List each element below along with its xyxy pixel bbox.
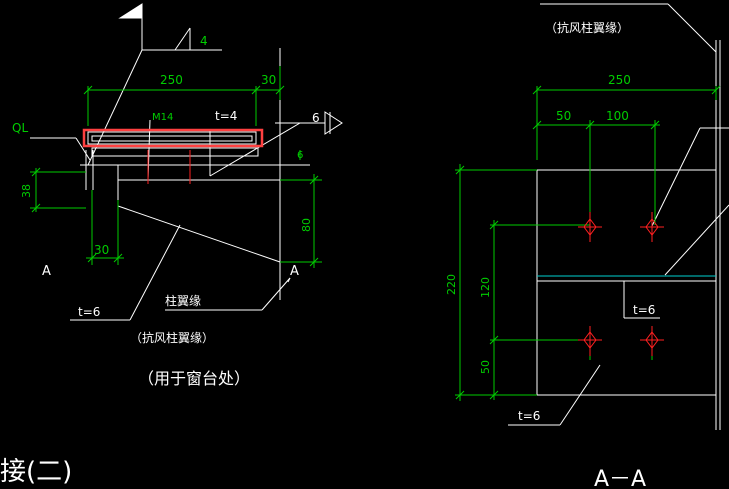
plate-mid-label: t=6 (633, 303, 655, 317)
dim-top-main: 250 (160, 73, 183, 87)
top-plate (87, 131, 257, 145)
usage-note: （用于窗台处） (138, 369, 250, 388)
dim-right-height: 80 (300, 218, 313, 232)
dim-top-right: 30 (261, 73, 276, 87)
bolt-hole-icon (578, 212, 602, 242)
weld-arrow-icon (324, 111, 343, 135)
right-bolts (578, 212, 664, 356)
left-dimensions (30, 66, 322, 268)
right-dimensions (455, 85, 721, 401)
bolt-hole-icon (578, 326, 602, 356)
section-mark-right: A (290, 264, 299, 279)
ql-label: QL (12, 121, 28, 135)
weld-label-small: 6 (297, 150, 303, 161)
dim-total-height: 220 (445, 274, 458, 295)
flag-label: 4 (200, 34, 208, 48)
flange-label: 柱翼缘 (165, 293, 201, 308)
dim-width: 250 (608, 73, 631, 87)
dim-bottom-left: 30 (94, 243, 109, 257)
lower-plate (91, 147, 259, 157)
plate-thickness-label: t=6 (78, 305, 100, 319)
weld-label: 6 (312, 111, 320, 125)
section-title: A－A (594, 467, 646, 489)
bolt-hole-icon (640, 326, 664, 356)
dim-middle: 100 (606, 109, 629, 123)
section-mark-left: A (42, 264, 51, 279)
left-bolt-markers (147, 150, 191, 184)
right-section-view (508, 3, 729, 430)
weld-flag-icon (118, 3, 143, 19)
bolt-hole-icon (640, 212, 664, 242)
top-note: （抗风柱翼缘） (545, 20, 629, 35)
bolt-label: M14 (152, 112, 173, 123)
plate-bottom-label: t=6 (518, 409, 540, 423)
page-title-fragment: 接(二) (0, 457, 72, 487)
plate-label: t=4 (215, 109, 237, 123)
note-paren: （抗风柱翼缘） (130, 330, 214, 345)
highlight-box (82, 128, 264, 148)
dim-bolt-spacing: 120 (479, 277, 492, 298)
dim-left-height: 38 (20, 184, 33, 198)
dim-left: 50 (556, 109, 571, 123)
dim-bottom: 50 (479, 360, 492, 374)
